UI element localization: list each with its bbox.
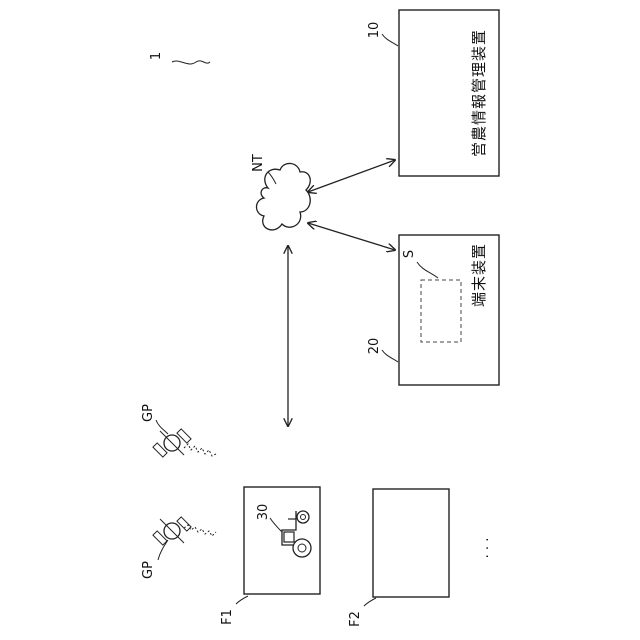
more-fields-ellipsis: · · · — [481, 538, 496, 559]
field-f1-label: F1 — [220, 609, 235, 625]
gps-label-leader — [156, 420, 168, 434]
management-device-ref-leader — [382, 34, 398, 46]
gps-satellite-bottom: GP — [141, 517, 216, 579]
tractor-ref: 30 — [256, 504, 271, 521]
terminal-device: 端末装置 S 20 — [367, 235, 499, 385]
terminal-device-ref: 20 — [367, 338, 382, 355]
tractor-front-wheel — [297, 511, 309, 523]
gps-signal — [184, 444, 216, 456]
arrow-network-terminal — [308, 223, 395, 250]
field-f1-leader — [236, 596, 248, 604]
arrow-network-management — [308, 160, 395, 192]
field-f2-leader — [364, 598, 376, 606]
field-f2-box — [373, 489, 449, 597]
management-device-ref: 10 — [367, 22, 382, 39]
management-device-label: 営農情報管理装置 — [470, 29, 488, 157]
system-ref-label: 1 — [149, 52, 210, 64]
field-f2: F2 — [348, 489, 449, 627]
network-label: NT — [251, 154, 266, 172]
network-cloud: NT — [251, 154, 310, 230]
management-device: 営農情報管理装置 10 — [367, 10, 499, 176]
system-ref-text: 1 — [149, 52, 164, 60]
screen-ref: S — [402, 250, 417, 258]
gps-satellite-top: GP — [141, 404, 216, 457]
tractor-rear-wheel — [293, 539, 311, 557]
gps-label-bottom: GP — [141, 561, 156, 579]
gps-label-top: GP — [141, 404, 156, 422]
terminal-device-ref-leader — [382, 350, 398, 362]
terminal-device-label: 端末装置 — [470, 243, 488, 307]
cloud-shape — [257, 163, 311, 230]
field-f1: F1 30 — [220, 487, 320, 625]
system-ref-leader — [172, 61, 210, 64]
field-f2-label: F2 — [348, 611, 363, 627]
